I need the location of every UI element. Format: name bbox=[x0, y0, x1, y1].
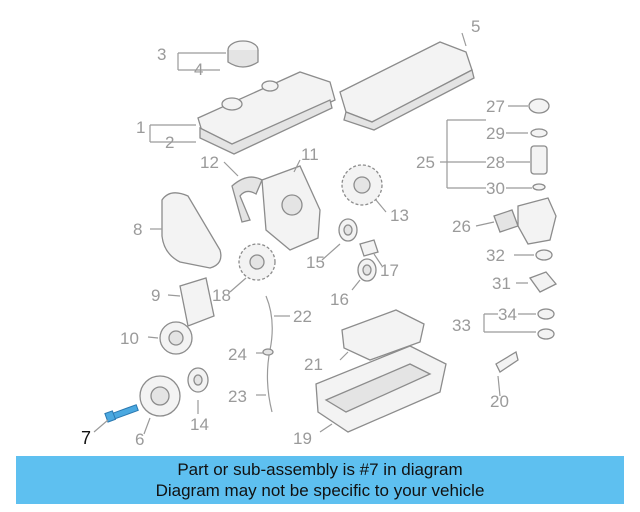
callout-11[interactable]: 11 bbox=[301, 145, 319, 164]
crankshaft-sprocket bbox=[238, 243, 276, 281]
timing-cover bbox=[261, 165, 321, 251]
callout-23[interactable]: 23 bbox=[228, 387, 247, 406]
callout-19[interactable]: 19 bbox=[293, 429, 312, 448]
dipstick-tube bbox=[262, 295, 274, 413]
callout-24[interactable]: 24 bbox=[228, 345, 247, 364]
camshaft-gear bbox=[341, 164, 383, 206]
filter-housing-cap bbox=[528, 98, 550, 114]
intermediate-gear bbox=[187, 367, 209, 393]
callout-34[interactable]: 34 bbox=[498, 305, 517, 324]
callout-4[interactable]: 4 bbox=[194, 60, 203, 79]
callout-1[interactable]: 1 bbox=[136, 118, 145, 137]
valve-cover bbox=[197, 71, 336, 155]
callout-16[interactable]: 16 bbox=[330, 290, 349, 309]
oil-cooler bbox=[528, 271, 558, 293]
banner-line-2: Diagram may not be specific to your vehi… bbox=[155, 481, 485, 500]
callout-32[interactable]: 32 bbox=[486, 246, 505, 265]
callout-15[interactable]: 15 bbox=[306, 253, 325, 272]
seal-32 bbox=[535, 249, 553, 261]
callout-8[interactable]: 8 bbox=[133, 220, 142, 239]
callout-7[interactable]: 7 bbox=[81, 428, 91, 448]
exploded-parts-diagram: 3 4 1 2 5 12 11 13 8 15 17 16 18 9 10 22… bbox=[81, 17, 558, 449]
callout-14[interactable]: 14 bbox=[190, 415, 209, 434]
leader-lines bbox=[93, 32, 536, 435]
tensioner-pulley bbox=[357, 258, 377, 282]
callout-13[interactable]: 13 bbox=[390, 206, 409, 225]
callout-17[interactable]: 17 bbox=[380, 261, 399, 280]
crankshaft-pulley bbox=[139, 375, 181, 417]
oil-baffle bbox=[341, 309, 425, 361]
filter-housing bbox=[493, 197, 557, 245]
callout-33[interactable]: 33 bbox=[452, 316, 471, 335]
tensioner-bolt bbox=[359, 239, 379, 257]
callout-3[interactable]: 3 bbox=[157, 45, 166, 64]
plug-33 bbox=[537, 328, 555, 340]
callout-9[interactable]: 9 bbox=[151, 286, 160, 305]
banner-line-1: Part or sub-assembly is #7 in diagram bbox=[177, 460, 463, 479]
oil-filler-cap bbox=[227, 40, 259, 68]
callout-27[interactable]: 27 bbox=[486, 97, 505, 116]
callout-12[interactable]: 12 bbox=[200, 153, 219, 172]
o-ring-29 bbox=[530, 128, 548, 138]
callout-2[interactable]: 2 bbox=[165, 133, 174, 152]
callout-18[interactable]: 18 bbox=[212, 286, 231, 305]
o-ring-30 bbox=[532, 183, 546, 191]
callout-29[interactable]: 29 bbox=[486, 124, 505, 143]
seal-carrier bbox=[179, 277, 215, 327]
oil-filter-element bbox=[530, 145, 548, 175]
timing-belt bbox=[231, 176, 263, 223]
callout-28[interactable]: 28 bbox=[486, 153, 505, 172]
oil-pan bbox=[315, 345, 447, 433]
callout-10[interactable]: 10 bbox=[120, 329, 139, 348]
callout-22[interactable]: 22 bbox=[293, 307, 312, 326]
gasket-34 bbox=[537, 308, 555, 320]
callout-6[interactable]: 6 bbox=[135, 430, 144, 449]
callout-20[interactable]: 20 bbox=[490, 392, 509, 411]
info-banner: Part or sub-assembly is #7 in diagram Di… bbox=[16, 456, 624, 504]
timing-belt-cover bbox=[161, 192, 222, 269]
water-pump bbox=[159, 321, 193, 355]
callout-30[interactable]: 30 bbox=[486, 179, 505, 198]
engine-top-cover bbox=[339, 41, 475, 131]
callout-25[interactable]: 25 bbox=[416, 153, 435, 172]
callout-31[interactable]: 31 bbox=[492, 274, 511, 293]
idler-pulley bbox=[338, 218, 358, 242]
bracket-20 bbox=[495, 350, 519, 373]
callout-21[interactable]: 21 bbox=[304, 355, 323, 374]
callout-5[interactable]: 5 bbox=[471, 17, 480, 36]
callout-26[interactable]: 26 bbox=[452, 217, 471, 236]
crankshaft-bolt-part-7 bbox=[104, 404, 139, 423]
